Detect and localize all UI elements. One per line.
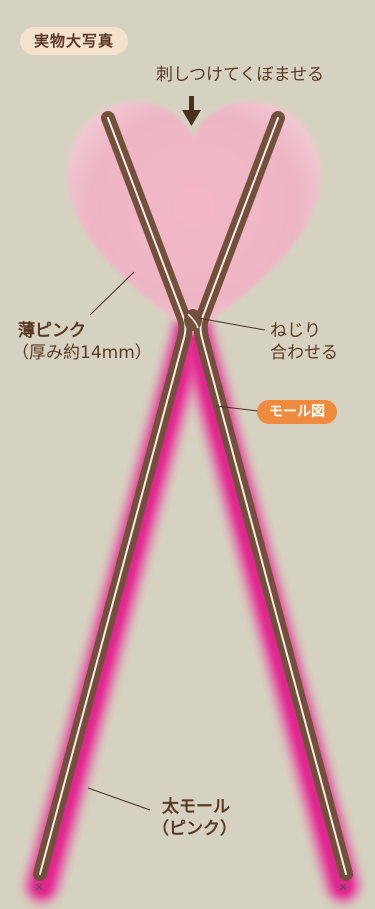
stick-label: 太モール （ピンク）: [152, 796, 237, 840]
wire-diagram: [33, 111, 353, 881]
actual-size-badge: 実物大写真: [20, 27, 129, 55]
wire-end-marks: [35, 883, 347, 891]
stick-material-name: 太モール: [162, 797, 230, 817]
heart-material-name: 薄ピンク: [18, 321, 86, 341]
twist-label-line2: 合わせる: [270, 343, 338, 363]
heart-material-label: 薄ピンク （厚み約14mm）: [12, 320, 152, 364]
twist-label-line1: ねじり: [270, 321, 321, 341]
instruction-label: 刺しつけてくぼませる: [156, 65, 324, 85]
mole-diagram-pill: モール図: [257, 400, 337, 424]
twist-label: ねじり 合わせる: [270, 320, 338, 364]
leader-lines: [87, 271, 266, 811]
heart-material-thickness: （厚み約14mm）: [12, 343, 152, 363]
stick-material-color: （ピンク）: [152, 819, 237, 839]
down-arrow-icon: [182, 96, 201, 126]
